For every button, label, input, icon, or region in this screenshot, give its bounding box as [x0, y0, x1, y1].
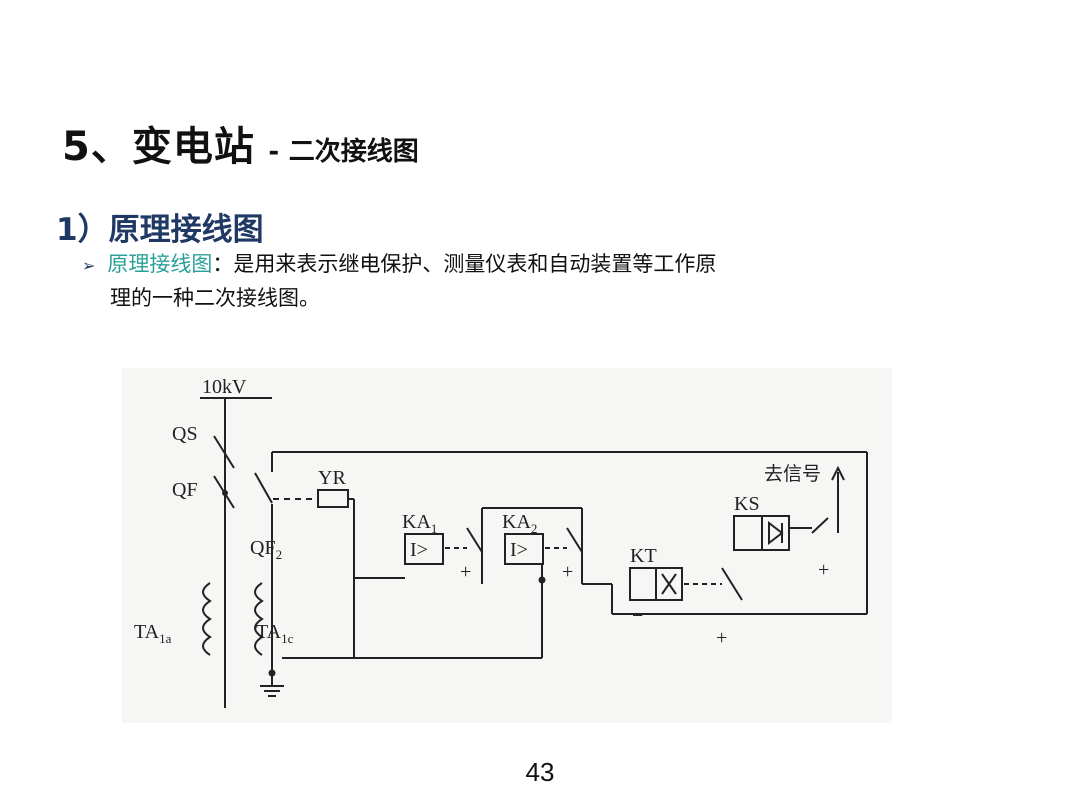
- yr-coil: [317, 489, 349, 508]
- kt-minus-sign: −: [632, 605, 643, 627]
- wiring-diagram: 10kV QS QF QF2 YR KA1 KA2 I> I> KT KS 去信…: [134, 376, 868, 708]
- bullet-text-line2: 理的一种二次接线图。: [110, 286, 320, 310]
- section-heading: 1）原理接线图: [56, 212, 264, 248]
- ka2-label: KA2: [502, 511, 537, 536]
- kt-plus-sign: +: [716, 627, 727, 649]
- ct-junction-dot: [268, 669, 276, 677]
- kt-contact: [721, 567, 743, 601]
- slide-title: 5、变电站 - 二次接线图: [62, 114, 419, 172]
- ta1a-label: TA1a: [134, 621, 172, 646]
- page-number: 43: [525, 757, 555, 787]
- ka2-relay-symbol: I>: [510, 539, 528, 561]
- bullet-text-line1: ：是用来表示继电保护、测量仪表和自动装置等工作原: [212, 252, 717, 276]
- ka1-plus-sign: +: [460, 561, 471, 583]
- slide-subtitle: 二次接线图: [288, 137, 419, 167]
- qs-switch: [213, 435, 235, 469]
- ta1a-coil: [202, 582, 212, 656]
- qf2-contact: [254, 472, 273, 504]
- slide-title-separator: -: [268, 137, 280, 167]
- voltage-label: 10kV: [202, 376, 247, 398]
- ks-label: KS: [734, 493, 760, 515]
- bullet-arrow-icon: ➢: [82, 256, 96, 275]
- ks-diode: [768, 520, 784, 546]
- kt-cross-b: [661, 573, 677, 595]
- ta1c-label: TA1c: [256, 621, 294, 646]
- kt-label: KT: [630, 545, 657, 567]
- slide-title-main: 5、变电站: [62, 124, 255, 170]
- bullet-term: 原理接线图: [107, 252, 213, 276]
- wiring-diagram-figure: 10kV QS QF QF2 YR KA1 KA2 I> I> KT KS 去信…: [122, 368, 892, 723]
- ka1-relay-symbol: I>: [410, 539, 428, 561]
- ka1-relay-box: [404, 533, 444, 565]
- ta1c-coil: [254, 582, 264, 656]
- ks-plus-sign: +: [818, 559, 829, 581]
- ka2-junction-dot: [538, 576, 546, 584]
- qf-label: QF: [172, 479, 198, 501]
- qf2-label: QF2: [250, 537, 282, 562]
- ka2-relay-box: [504, 533, 544, 565]
- signal-arrow: [831, 465, 845, 481]
- bullet-paragraph: ➢ 原理接线图：是用来表示继电保护、测量仪表和自动装置等工作原 理的一种二次接线图…: [82, 248, 912, 314]
- signal-contact: [811, 517, 829, 534]
- ka2-plus-sign: +: [562, 561, 573, 583]
- yr-label: YR: [318, 467, 346, 489]
- qf-dot: [222, 490, 228, 496]
- ka1-contact: [466, 527, 483, 553]
- signal-label: 去信号: [764, 463, 821, 485]
- ka1-label: KA1: [402, 511, 437, 536]
- qs-label: QS: [172, 423, 198, 445]
- ka2-contact: [566, 527, 583, 553]
